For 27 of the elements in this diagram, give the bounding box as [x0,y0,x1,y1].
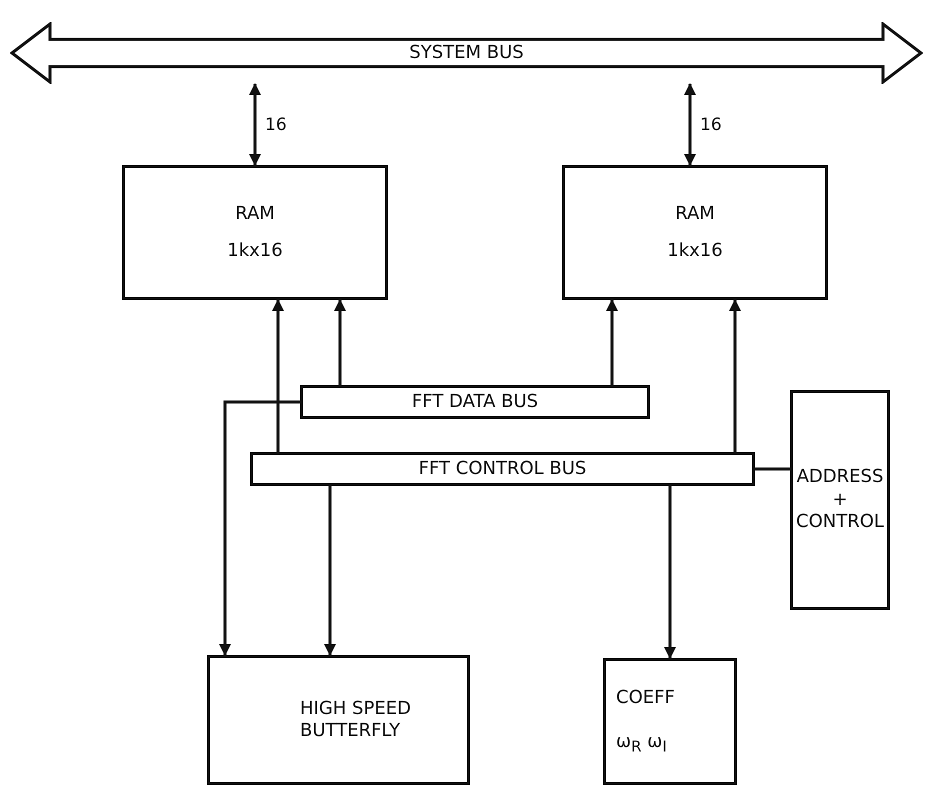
block-sublabel: 1kx16 [667,240,723,262]
bus-band [250,452,755,486]
bus-arrow [606,299,618,385]
bus-arrow [334,299,346,385]
bus-arrow [219,400,300,656]
bus-line [755,468,790,470]
block-sublabel: ω$_{R}$ ω$_{I}$ [616,731,667,756]
block-label: FFT DATA BUS [412,390,538,414]
block-label: RAM [675,203,715,226]
block-label: ADDRESS + CONTROL [796,466,884,534]
block [603,658,737,785]
block [562,165,828,300]
block-label: RAM [235,203,275,226]
block [207,655,470,785]
bus-arrow [664,486,676,659]
block-label: HIGH SPEED BUTTERFLY [300,698,412,742]
bus-arrow [684,83,696,166]
block [122,165,388,300]
bus-arrow [249,83,261,166]
bus-arrow [324,486,336,656]
block-label: FFT CONTROL BUS [418,458,586,480]
block-label: COEFF [616,686,675,710]
block [790,390,890,610]
bus-arrow [272,299,284,452]
block-sublabel: 1kx16 [227,240,283,262]
bus-band [300,385,650,419]
bus-arrow [729,299,741,452]
